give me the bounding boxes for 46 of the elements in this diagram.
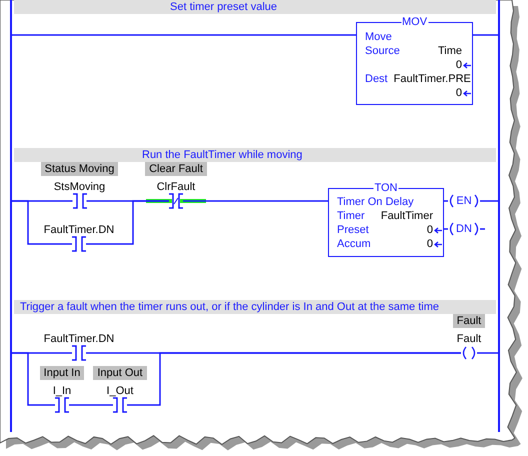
rung-comment-band: [14, 0, 496, 14]
block-description: Timer On Delay: [337, 195, 414, 209]
rung-comment-band: [14, 148, 496, 162]
tag-description: Clear Fault: [145, 162, 207, 176]
wire: [11, 34, 356, 36]
parameter-label: Preset: [337, 223, 369, 237]
tag-description: Input In: [40, 366, 84, 380]
parameter-value: Time: [438, 44, 462, 58]
parameter-value: FaultTimer.PRE: [394, 72, 471, 86]
parameter-label: Accum: [337, 237, 371, 251]
parameter-label: Dest: [365, 72, 388, 86]
tag-name: I_In: [52, 384, 72, 398]
tag-name: ClrFault: [156, 180, 196, 194]
wire: [473, 34, 499, 36]
rung-comment: Set timer preset value: [170, 0, 277, 14]
tag-name: Fault: [456, 332, 482, 346]
wire: [183, 200, 328, 202]
pin-name: EN: [456, 194, 472, 208]
rung-comment: Trigger a fault when the timer runs out, or if the cylinder is In and Out at the same time: [20, 300, 440, 314]
rung-comment: Run the FaultTimer while moving: [142, 148, 302, 162]
tag-name: I_Out: [106, 384, 134, 398]
parameter-label: Timer: [337, 209, 365, 223]
wire: [477, 352, 499, 354]
tag-description: Fault: [452, 314, 486, 328]
wire: [69, 404, 113, 406]
block-description: Move: [365, 30, 392, 44]
parameter-value: 0: [456, 86, 462, 100]
parameter-value: 0: [426, 237, 433, 251]
tag-name: FaultTimer.DN: [44, 332, 114, 346]
pin-name: DN: [456, 222, 472, 236]
tag-name: StsMoving: [54, 180, 106, 194]
tag-description: Input Out: [93, 366, 147, 380]
wire: [127, 352, 461, 406]
wire: [11, 352, 55, 406]
wire: [11, 200, 72, 245]
parameter-value: 0: [426, 223, 433, 237]
wire: [444, 200, 448, 202]
wire: [86, 200, 169, 245]
tag-description: Status Moving: [40, 162, 118, 176]
wire: [480, 228, 485, 230]
wire: [480, 200, 499, 202]
tag-name: FaultTimer.DN: [44, 223, 114, 237]
parameter-value: 0: [456, 58, 462, 72]
parameter-value: FaultTimer: [380, 209, 433, 223]
parameter-label: Source: [365, 44, 400, 58]
wire: [444, 228, 448, 230]
